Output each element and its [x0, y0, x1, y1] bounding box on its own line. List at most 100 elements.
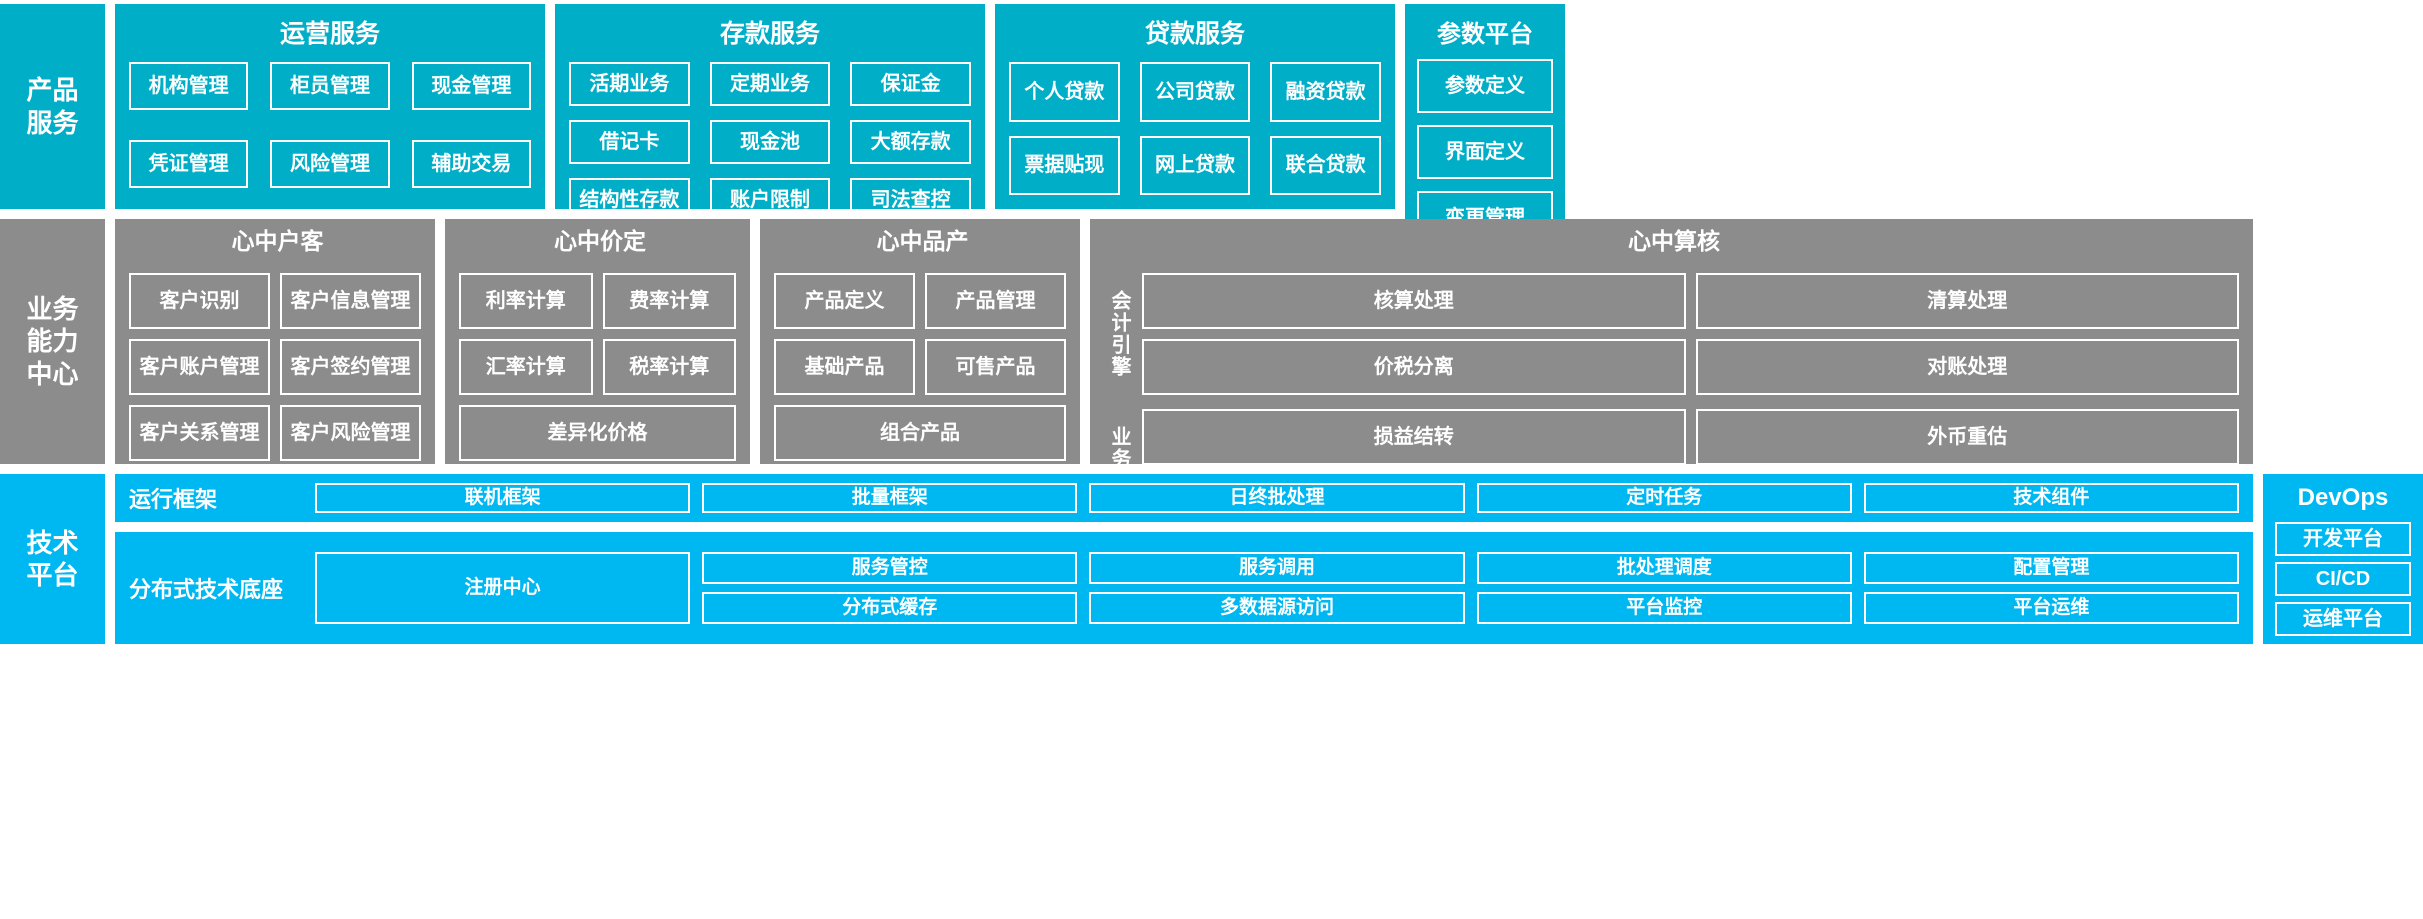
card-ledger[interactable]: 外币重估 [1695, 409, 2239, 465]
card-devops[interactable]: 运维平台 [2275, 602, 2411, 636]
card-product-wide[interactable]: 组合产品 [774, 405, 1066, 461]
card-product[interactable]: 产品管理 [925, 273, 1066, 329]
card-product[interactable]: 产品定义 [774, 273, 915, 329]
tech-column: 服务管控 分布式缓存 [702, 552, 1078, 624]
card-deposit[interactable]: 定期业务 [709, 62, 831, 106]
card-accounting[interactable]: 价税分离 [1142, 339, 1686, 395]
card-devops[interactable]: 开发平台 [2275, 522, 2411, 556]
panel-title-parameter-platform: 参数平台 [1437, 21, 1533, 48]
card-customer[interactable]: 客户风险管理 [280, 405, 421, 461]
card-deposit[interactable]: 司法查控 [850, 178, 971, 222]
band-label-technology-platform: 技术 平台 [0, 474, 105, 644]
card-list-devops: 开发平台 CI/CD 运维平台 [2275, 522, 2411, 636]
tech-column: 配置管理 平台运维 [1863, 552, 2239, 624]
card-deposit[interactable]: 结构性存款 [569, 178, 690, 222]
card-operation[interactable]: 风险管理 [270, 139, 390, 188]
tech-cells-runtime-framework: 联机框架 批量框架 日终批处理 定时任务 技术组件 [315, 483, 2239, 513]
card-pricing[interactable]: 利率计算 [459, 273, 593, 329]
card-tech[interactable]: 平台监控 [1476, 592, 1852, 624]
vertical-label-customer-center: 客户中心 [228, 229, 323, 254]
panel-deposit-services: 存款服务 活期业务 定期业务 保证金 借记卡 现金池 大额存款 结构性存款 账户… [555, 4, 985, 222]
tech-column: 定时任务 [1476, 483, 1852, 513]
card-pricing[interactable]: 费率计算 [602, 273, 736, 329]
card-parameter[interactable]: 界面定义 [1417, 124, 1553, 179]
card-product[interactable]: 可售产品 [925, 339, 1066, 395]
card-grid-accounting-engine: 核算处理 清算处理 价税分离 对账处理 [1142, 273, 2239, 395]
panel-product-center: 产品中心 产品定义 产品管理 基础产品 可售产品 组合产品 产品引擎 [760, 219, 1080, 527]
card-ledger[interactable]: 损益结转 [1142, 409, 1686, 465]
card-deposit[interactable]: 大额存款 [850, 120, 971, 164]
card-operation[interactable]: 现金管理 [411, 62, 531, 110]
card-operation[interactable]: 辅助交易 [411, 139, 531, 188]
card-tech[interactable]: 技术组件 [1863, 483, 2239, 513]
card-customer[interactable]: 客户识别 [129, 273, 270, 329]
vertical-label-product-center: 产品中心 [873, 229, 968, 254]
panel-title-operation-services: 运营服务 [279, 20, 380, 48]
card-deposit[interactable]: 现金池 [709, 120, 831, 164]
card-customer[interactable]: 客户关系管理 [129, 405, 270, 461]
tech-column: 批处理调度 平台监控 [1476, 552, 1852, 624]
group-accounting-engine: 会计引擎 核算处理 清算处理 价税分离 对账处理 [1104, 273, 2239, 395]
band-business-capability: 业务 能力 中心 客户中心 客户识别 客户信息管理 客户账户管理 客户签约管理 … [0, 219, 2423, 531]
card-parameter[interactable]: 参数定义 [1417, 59, 1553, 113]
band-label-product-services: 产品 服务 [0, 4, 105, 209]
card-product[interactable]: 基础产品 [774, 339, 915, 395]
card-tech[interactable]: 多数据源访问 [1089, 592, 1465, 624]
technology-rows: 运行框架 联机框架 批量框架 日终批处理 定时任务 技术组件 [115, 474, 2253, 644]
band-label-business-capability: 业务 能力 中心 [0, 219, 105, 464]
card-accounting[interactable]: 核算处理 [1142, 273, 1686, 329]
band-product-services: 产品 服务 运营服务 机构管理 柜员管理 现金管理 凭证管理 风险管理 辅助交易… [0, 4, 2423, 454]
panel-title-deposit-services: 存款服务 [719, 20, 820, 48]
card-pricing[interactable]: 汇率计算 [459, 339, 593, 395]
card-tech[interactable]: 日终批处理 [1089, 483, 1465, 513]
card-pricing[interactable]: 税率计算 [602, 339, 736, 395]
card-devops[interactable]: CI/CD [2275, 562, 2411, 596]
card-loan[interactable]: 个人贷款 [1009, 62, 1120, 122]
panel-loan-services: 贷款服务 个人贷款 公司贷款 融资贷款 票据贴现 网上贷款 联合贷款 [995, 4, 1395, 209]
card-loan[interactable]: 联合贷款 [1270, 135, 1381, 195]
card-tech[interactable]: 服务管控 [702, 552, 1078, 584]
card-grid-deposit-services: 活期业务 定期业务 保证金 借记卡 现金池 大额存款 结构性存款 账户限制 司法… [569, 62, 971, 222]
card-tech[interactable]: 注册中心 [315, 552, 691, 624]
card-tech[interactable]: 批量框架 [702, 483, 1078, 513]
card-tech[interactable]: 分布式缓存 [702, 592, 1078, 624]
card-accounting[interactable]: 对账处理 [1695, 339, 2239, 395]
card-deposit[interactable]: 保证金 [850, 62, 971, 106]
card-customer[interactable]: 客户信息管理 [280, 273, 421, 329]
card-operation[interactable]: 机构管理 [129, 62, 249, 110]
panel-pricing-center: 定价中心 利率计算 费率计算 汇率计算 税率计算 差异化价格 个性化价格 [445, 219, 750, 527]
panel-customer-center: 客户中心 客户识别 客户信息管理 客户账户管理 客户签约管理 客户关系管理 客户… [115, 219, 435, 464]
card-grid-operation-services: 机构管理 柜员管理 现金管理 凭证管理 风险管理 辅助交易 [129, 62, 531, 195]
card-tech[interactable]: 联机框架 [315, 483, 691, 513]
card-loan[interactable]: 票据贴现 [1009, 135, 1120, 195]
card-accounting[interactable]: 清算处理 [1695, 273, 2239, 329]
card-pricing-wide[interactable]: 差异化价格 [459, 405, 736, 461]
vertical-label-pricing-center: 定价中心 [550, 229, 646, 254]
card-loan[interactable]: 公司贷款 [1139, 62, 1251, 122]
panel-title-devops: DevOps [2297, 484, 2389, 511]
card-loan[interactable]: 融资贷款 [1270, 62, 1381, 122]
tech-row-runtime-framework: 运行框架 联机框架 批量框架 日终批处理 定时任务 技术组件 [115, 474, 2253, 522]
tech-column: 服务调用 多数据源访问 [1089, 552, 1465, 624]
card-deposit[interactable]: 借记卡 [569, 120, 690, 164]
card-customer[interactable]: 客户账户管理 [129, 339, 270, 395]
card-tech[interactable]: 服务调用 [1089, 552, 1465, 584]
card-customer[interactable]: 客户签约管理 [280, 339, 421, 395]
card-operation[interactable]: 柜员管理 [270, 62, 390, 110]
card-deposit[interactable]: 账户限制 [709, 178, 831, 222]
card-tech[interactable]: 定时任务 [1476, 483, 1852, 513]
card-tech[interactable]: 批处理调度 [1476, 552, 1852, 584]
card-deposit[interactable]: 活期业务 [569, 62, 690, 106]
tech-column: 日终批处理 [1089, 483, 1465, 513]
tech-row-label-runtime-framework: 运行框架 [129, 487, 218, 512]
parameter-column-spacer [2263, 219, 2423, 464]
card-tech[interactable]: 平台运维 [1863, 592, 2239, 624]
vertical-label-accounting-center: 核算中心 [1624, 229, 1720, 254]
card-operation[interactable]: 凭证管理 [129, 139, 249, 188]
tech-column: 注册中心 [315, 552, 691, 624]
card-loan[interactable]: 网上贷款 [1139, 135, 1251, 195]
card-tech[interactable]: 配置管理 [1863, 552, 2239, 584]
card-body-customer-center: 客户识别 客户信息管理 客户账户管理 客户签约管理 客户关系管理 客户风险管理 [129, 273, 421, 461]
vertical-sublabel-accounting-engine: 会计引擎 [1108, 290, 1130, 378]
